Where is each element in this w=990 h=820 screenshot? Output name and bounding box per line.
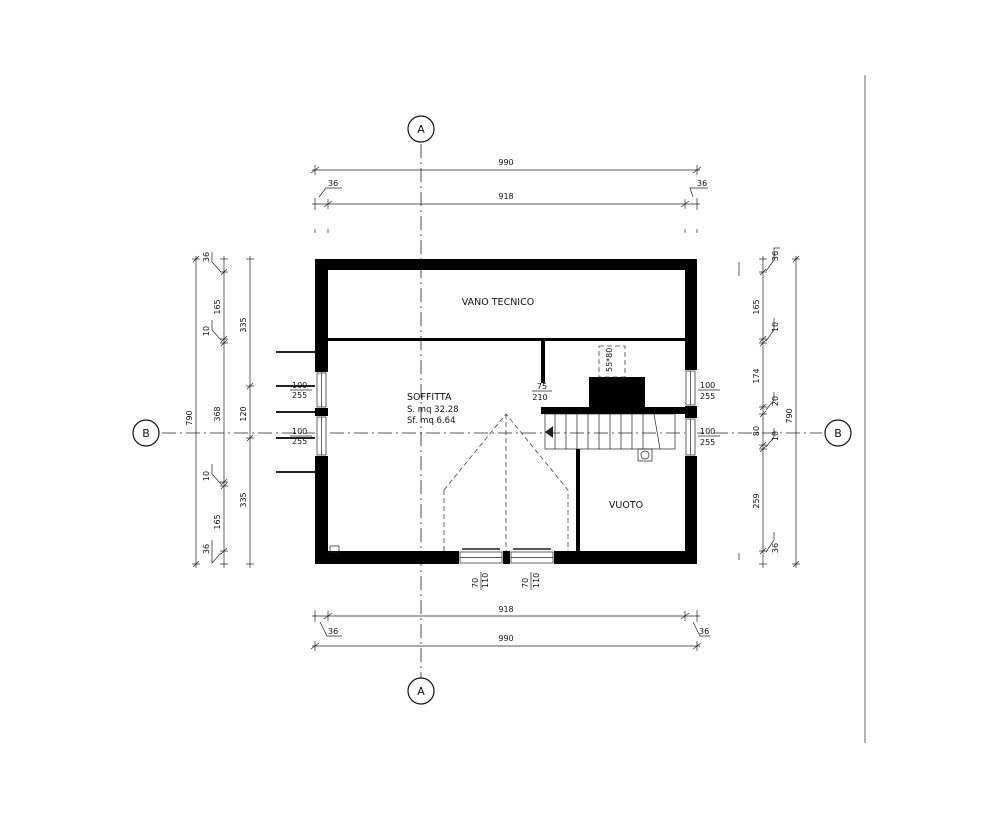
win-bottom2-height: 110	[532, 573, 541, 588]
left-dimension-lines	[192, 252, 254, 568]
room-label-soffitta: SOFFITTA	[407, 392, 452, 403]
win-left-bottom-width: 100	[292, 427, 307, 436]
left-wall-windows	[276, 351, 327, 473]
section-marker-a-top: A	[407, 115, 435, 143]
dim-top-wall-right: 36	[697, 179, 707, 188]
right-wall-windows	[685, 370, 696, 456]
dim-top-overall: 990	[498, 158, 513, 167]
dim-bottom-inner: 918	[498, 605, 513, 614]
dim-right-80: 80	[752, 426, 761, 436]
dim-right-20: 20	[771, 396, 780, 406]
section-marker-b-left: B	[132, 419, 160, 447]
dim-right-outer: 790	[785, 408, 794, 423]
dim-right-10a: 10	[771, 322, 780, 332]
dim-right-10b: 10	[771, 431, 780, 441]
dim-left-10b: 10	[202, 471, 211, 481]
flue-outline	[598, 345, 626, 378]
top-dimension-lines	[310, 165, 708, 233]
right-dimension-lines	[738, 247, 800, 568]
dim-bottom-wall-left: 36	[328, 627, 338, 636]
room-area-sf: Sf. mq 6.64	[407, 416, 455, 426]
dim-top-inner: 918	[498, 192, 513, 201]
win-right-top-height: 255	[700, 392, 715, 401]
svg-text:B: B	[142, 427, 150, 440]
room-label-vano-tecnico: VANO TECNICO	[462, 297, 534, 308]
dim-right-top-wall: 36	[771, 251, 780, 261]
svg-text:A: A	[417, 123, 425, 136]
bottom-wall-windows	[459, 548, 554, 564]
dim-left-120: 120	[239, 406, 248, 421]
section-marker-b-right: B	[824, 419, 852, 447]
dim-bottom-wall-right: 36	[699, 627, 709, 636]
dim-left-10a: 10	[202, 326, 211, 336]
exterior-walls	[315, 259, 697, 564]
door-width: 75	[537, 382, 547, 391]
win-left-top-height: 255	[292, 391, 307, 400]
dim-right-165: 165	[752, 299, 761, 314]
bottom-dimension-lines	[310, 610, 710, 651]
dim-left-165b: 165	[213, 514, 222, 529]
staircase	[329, 413, 676, 553]
room-area-s: S. mq 32.28	[407, 405, 459, 415]
interior-walls	[328, 338, 685, 551]
dim-right-bottom-wall: 36	[771, 543, 780, 553]
dim-left-top-wall: 36	[202, 252, 211, 262]
win-right-bottom-width: 100	[700, 427, 715, 436]
svg-text:A: A	[417, 685, 425, 698]
win-left-bottom-height: 255	[292, 437, 307, 446]
win-bottom2-width: 70	[521, 578, 530, 588]
dim-top-wall-left: 36	[328, 179, 338, 188]
dim-left-165a: 165	[213, 299, 222, 314]
dim-right-174: 174	[752, 368, 761, 383]
flue-size: 55*80	[605, 348, 614, 372]
dim-left-outer: 790	[185, 410, 194, 425]
door-height: 210	[532, 393, 547, 402]
dim-left-368: 368	[213, 406, 222, 421]
dim-right-259: 259	[752, 493, 761, 508]
dim-bottom-overall: 990	[498, 634, 513, 643]
dim-left-335a: 335	[239, 317, 248, 332]
win-right-bottom-height: 255	[700, 438, 715, 447]
dim-left-bottom-wall: 36	[202, 544, 211, 554]
win-right-top-width: 100	[700, 381, 715, 390]
chimney-block	[589, 377, 645, 409]
dim-left-335b: 335	[239, 492, 248, 507]
svg-text:B: B	[834, 427, 842, 440]
win-bottom1-height: 110	[481, 573, 490, 588]
win-bottom1-width: 70	[471, 578, 480, 588]
win-left-top-width: 100	[292, 381, 307, 390]
room-label-vuoto: VUOTO	[609, 500, 643, 511]
section-marker-a-bottom: A	[407, 677, 435, 705]
